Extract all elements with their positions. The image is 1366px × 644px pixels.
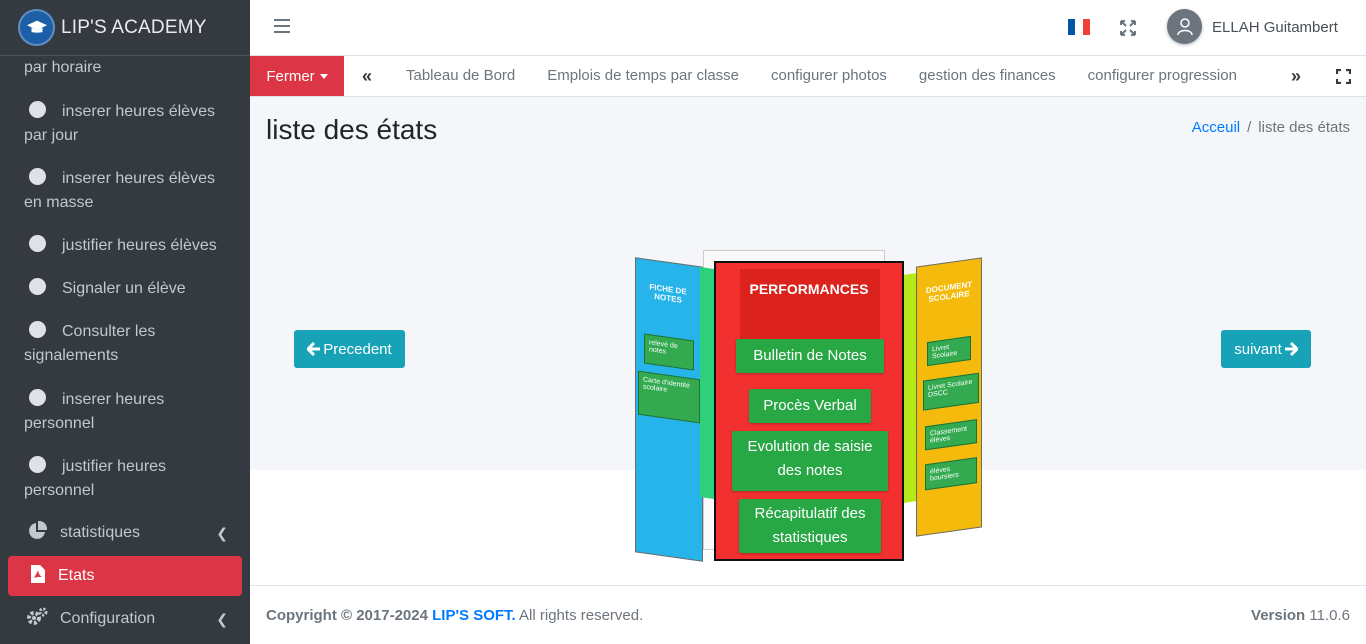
sidebar-item-label: Etats	[58, 567, 95, 584]
sidebar-item-label: Consulter les signalements	[24, 323, 156, 364]
sidebar-item-label: inserer heures élèves en masse	[24, 170, 215, 211]
panel-performances: PERFORMANCES Bulletin de Notes Procès Ve…	[714, 261, 904, 561]
top-navbar: ELLAH Guitambert	[250, 0, 1366, 56]
arrow-left-icon	[307, 342, 321, 356]
next-label: suivant	[1234, 340, 1282, 358]
panel-item[interactable]: Livret Scolaire DSCC	[923, 372, 979, 411]
circle-icon	[29, 101, 46, 118]
user-name[interactable]: ELLAH Guitambert	[1212, 19, 1338, 36]
sidebar: LIP'S ACADEMY par horaire inserer heures…	[0, 0, 250, 644]
panel-title: DOCUMENT SCOLAIRE	[925, 279, 973, 304]
sidebar-item-label: Configuration	[60, 610, 156, 627]
page-title: liste des états	[266, 114, 438, 145]
panel-item[interactable]: relevé de notes	[644, 333, 694, 371]
circle-icon	[29, 278, 46, 295]
sidebar-item-label: inserer heures élèves par jour	[24, 103, 215, 144]
reports-carousel: FICHE DE NOTES relevé de notes Carte d'i…	[630, 248, 990, 568]
user-icon	[1176, 17, 1193, 35]
french-flag-icon[interactable]	[1068, 19, 1090, 35]
chevron-left-icon: ❮	[216, 611, 228, 627]
version-number: 11.0.6	[1309, 607, 1350, 624]
sidebar-item-label: inserer heures personnel	[24, 391, 165, 432]
rights-text: All rights reserved.	[519, 607, 644, 624]
previous-label: Precedent	[323, 340, 392, 358]
bulletin-de-notes-button[interactable]: Bulletin de Notes	[736, 339, 884, 373]
sidebar-item-label: justifier heures personnel	[24, 458, 167, 499]
panel-fiche-de-notes[interactable]: FICHE DE NOTES relevé de notes Carte d'i…	[635, 257, 703, 562]
panel-back-left	[700, 267, 714, 499]
sidebar-item-statistiques[interactable]: statistiques ❮	[0, 520, 250, 545]
sidebar-item-consulter-signalements[interactable]: Consulter les signalements	[0, 320, 250, 368]
caret-down-icon	[319, 73, 328, 79]
next-button[interactable]: suivant	[1221, 330, 1311, 368]
tab-list: Tableau de Bord Emplois de temps par cla…	[390, 56, 1275, 96]
breadcrumb-separator: /	[1247, 119, 1252, 136]
pdf-file-icon	[30, 564, 46, 588]
evolution-saisie-notes-button[interactable]: Evolution de saisie des notes	[732, 431, 888, 491]
sidebar-item-label: statistiques	[60, 524, 141, 541]
sidebar-item-etats[interactable]: Etats	[8, 556, 242, 596]
tab-bar: Fermer « Tableau de Bord Emplois de temp…	[250, 56, 1366, 97]
recapitulatif-statistiques-button[interactable]: Récapitulatif des statistiques	[739, 499, 881, 553]
close-tabs-button[interactable]: Fermer	[250, 56, 344, 96]
company-link[interactable]: LIP'S SOFT.	[432, 607, 516, 624]
tabs-scroll-right-icon[interactable]: »	[1275, 56, 1317, 96]
cogs-icon	[26, 607, 48, 631]
panel-item[interactable]: Livret Scolaire	[927, 335, 971, 367]
sidebar-item-label: Signaler un élève	[62, 280, 186, 297]
panel-title: FICHE DE NOTES	[649, 282, 687, 305]
chevron-left-icon: ❮	[216, 525, 228, 541]
circle-icon	[29, 389, 46, 406]
academy-logo-icon	[20, 11, 53, 44]
fullscreen-icon[interactable]	[1335, 68, 1352, 85]
footer: Copyright © 2017-2024 LIP'S SOFT. All ri…	[250, 585, 1366, 644]
sidebar-item-configuration[interactable]: Configuration ❮	[0, 607, 250, 631]
sidebar-item-justifier-personnel[interactable]: justifier heures personnel	[0, 455, 250, 503]
sidebar-item-par-horaire[interactable]: par horaire	[0, 56, 250, 80]
menu-toggle-icon[interactable]	[274, 19, 290, 35]
previous-button[interactable]: Precedent	[294, 330, 405, 368]
close-tabs-label: Fermer	[266, 67, 315, 85]
avatar[interactable]	[1167, 9, 1202, 44]
copyright: Copyright © 2017-2024 LIP'S SOFT. All ri…	[266, 607, 643, 624]
panel-document-scolaire[interactable]: DOCUMENT SCOLAIRE Livret Scolaire Livret…	[916, 257, 982, 537]
panel-item[interactable]: Classement élèves	[925, 419, 977, 451]
circle-icon	[29, 456, 46, 473]
copyright-text: Copyright © 2017-2024	[266, 607, 428, 624]
panel-title: PERFORMANCES	[749, 281, 869, 297]
tab-emplois-de-temps[interactable]: Emplois de temps par classe	[547, 67, 739, 84]
circle-icon	[29, 321, 46, 338]
sidebar-item-signaler-eleve[interactable]: Signaler un élève	[0, 277, 250, 301]
circle-icon	[29, 168, 46, 185]
version-info: Version 11.0.6	[1251, 607, 1350, 624]
proces-verbal-button[interactable]: Procès Verbal	[749, 389, 871, 423]
sidebar-item-label: par horaire	[24, 59, 102, 76]
tab-configurer-progression[interactable]: configurer progression	[1087, 67, 1237, 84]
panel-item[interactable]: élèves boursiers	[925, 457, 977, 491]
arrow-right-icon	[1284, 342, 1298, 356]
expand-arrows-icon[interactable]	[1120, 20, 1136, 36]
sidebar-item-heures-personnel[interactable]: inserer heures personnel	[0, 388, 250, 436]
tabs-scroll-left-icon[interactable]: «	[361, 65, 372, 86]
sidebar-item-label: justifier heures élèves	[62, 237, 217, 254]
breadcrumb: Acceuil / liste des états	[1192, 119, 1350, 136]
breadcrumb-home-link[interactable]: Acceuil	[1191, 119, 1241, 136]
sidebar-item-justifier-eleves[interactable]: justifier heures élèves	[0, 234, 250, 258]
sidebar-item-heures-par-jour[interactable]: inserer heures élèves par jour	[0, 100, 250, 148]
circle-icon	[29, 235, 46, 252]
tab-gestion-finances[interactable]: gestion des finances	[918, 67, 1056, 84]
sidebar-item-heures-en-masse[interactable]: inserer heures élèves en masse	[0, 167, 250, 215]
tab-tableau-de-bord[interactable]: Tableau de Bord	[406, 67, 516, 84]
tab-configurer-photos[interactable]: configurer photos	[771, 67, 887, 84]
version-label: Version	[1251, 607, 1306, 624]
brand-name: LIP'S ACADEMY	[61, 16, 207, 38]
panel-item[interactable]: Carte d'identité scolaire	[638, 370, 700, 424]
breadcrumb-current: liste des états	[1258, 119, 1350, 136]
brand[interactable]: LIP'S ACADEMY	[0, 0, 250, 56]
pie-chart-icon	[26, 520, 48, 545]
